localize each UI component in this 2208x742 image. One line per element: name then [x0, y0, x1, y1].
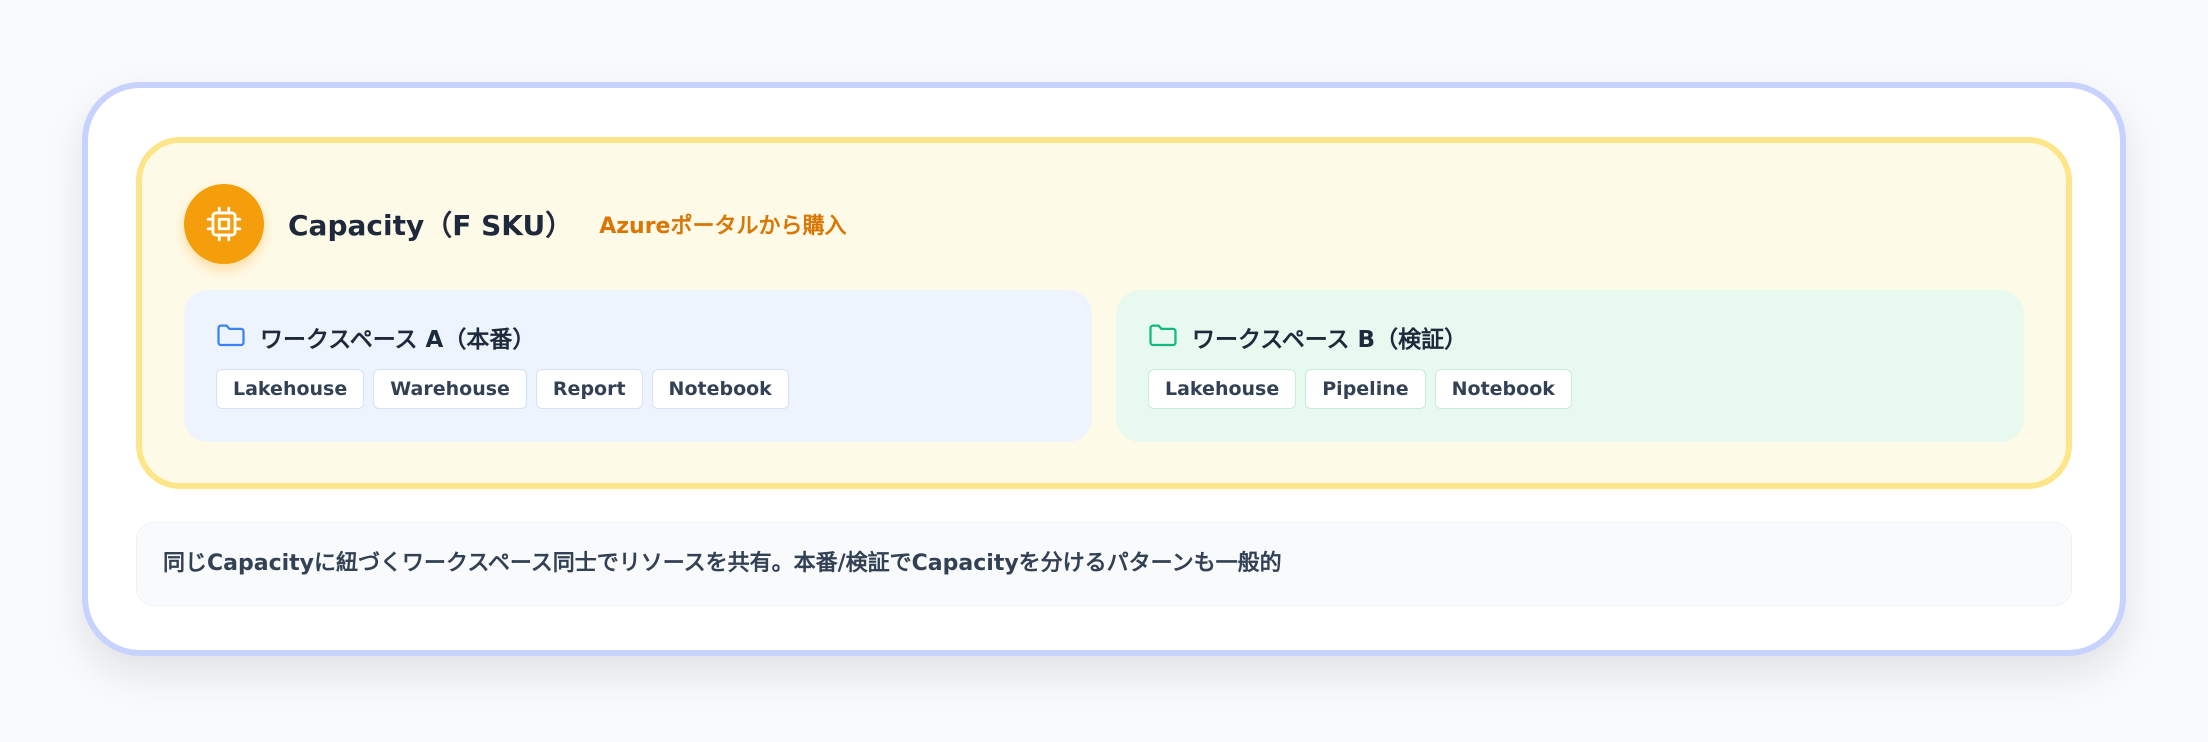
workspace-b-panel: ワークスペース B（検証） Lakehouse Pipeline Noteboo… [1116, 290, 2024, 442]
item-chip-pipeline: Pipeline [1305, 369, 1426, 409]
workspace-a-panel: ワークスペース A（本番） Lakehouse Warehouse Report… [184, 290, 1092, 442]
workspace-a-items: Lakehouse Warehouse Report Notebook [216, 369, 789, 409]
workspace-b-header: ワークスペース B（検証） [1148, 320, 1467, 354]
workspace-a-header: ワークスペース A（本番） [216, 320, 535, 354]
sharing-note: 同じCapacityに紐づくワークスペース同士でリソースを共有。本番/検証でCa… [136, 522, 2072, 606]
item-chip-notebook: Notebook [651, 369, 789, 409]
workspace-a-title: ワークスペース A（本番） [260, 327, 536, 353]
cpu-chip-icon [184, 184, 264, 264]
folder-icon [1148, 322, 1178, 352]
workspace-b-title: ワークスペース B（検証） [1192, 327, 1468, 353]
item-chip-report: Report [535, 369, 643, 409]
capacity-header: Capacity（F SKU） Azureポータルから購入 [184, 184, 846, 264]
item-chip-lakehouse: Lakehouse [216, 369, 365, 409]
item-chip-lakehouse: Lakehouse [1148, 369, 1297, 409]
item-chip-warehouse: Warehouse [373, 369, 527, 409]
item-chip-notebook: Notebook [1434, 369, 1572, 409]
folder-icon [216, 322, 246, 352]
capacity-subtitle: Azureポータルから購入 [599, 214, 847, 239]
workspace-b-items: Lakehouse Pipeline Notebook [1148, 369, 1572, 409]
capacity-title: Capacity（F SKU） [288, 209, 574, 242]
